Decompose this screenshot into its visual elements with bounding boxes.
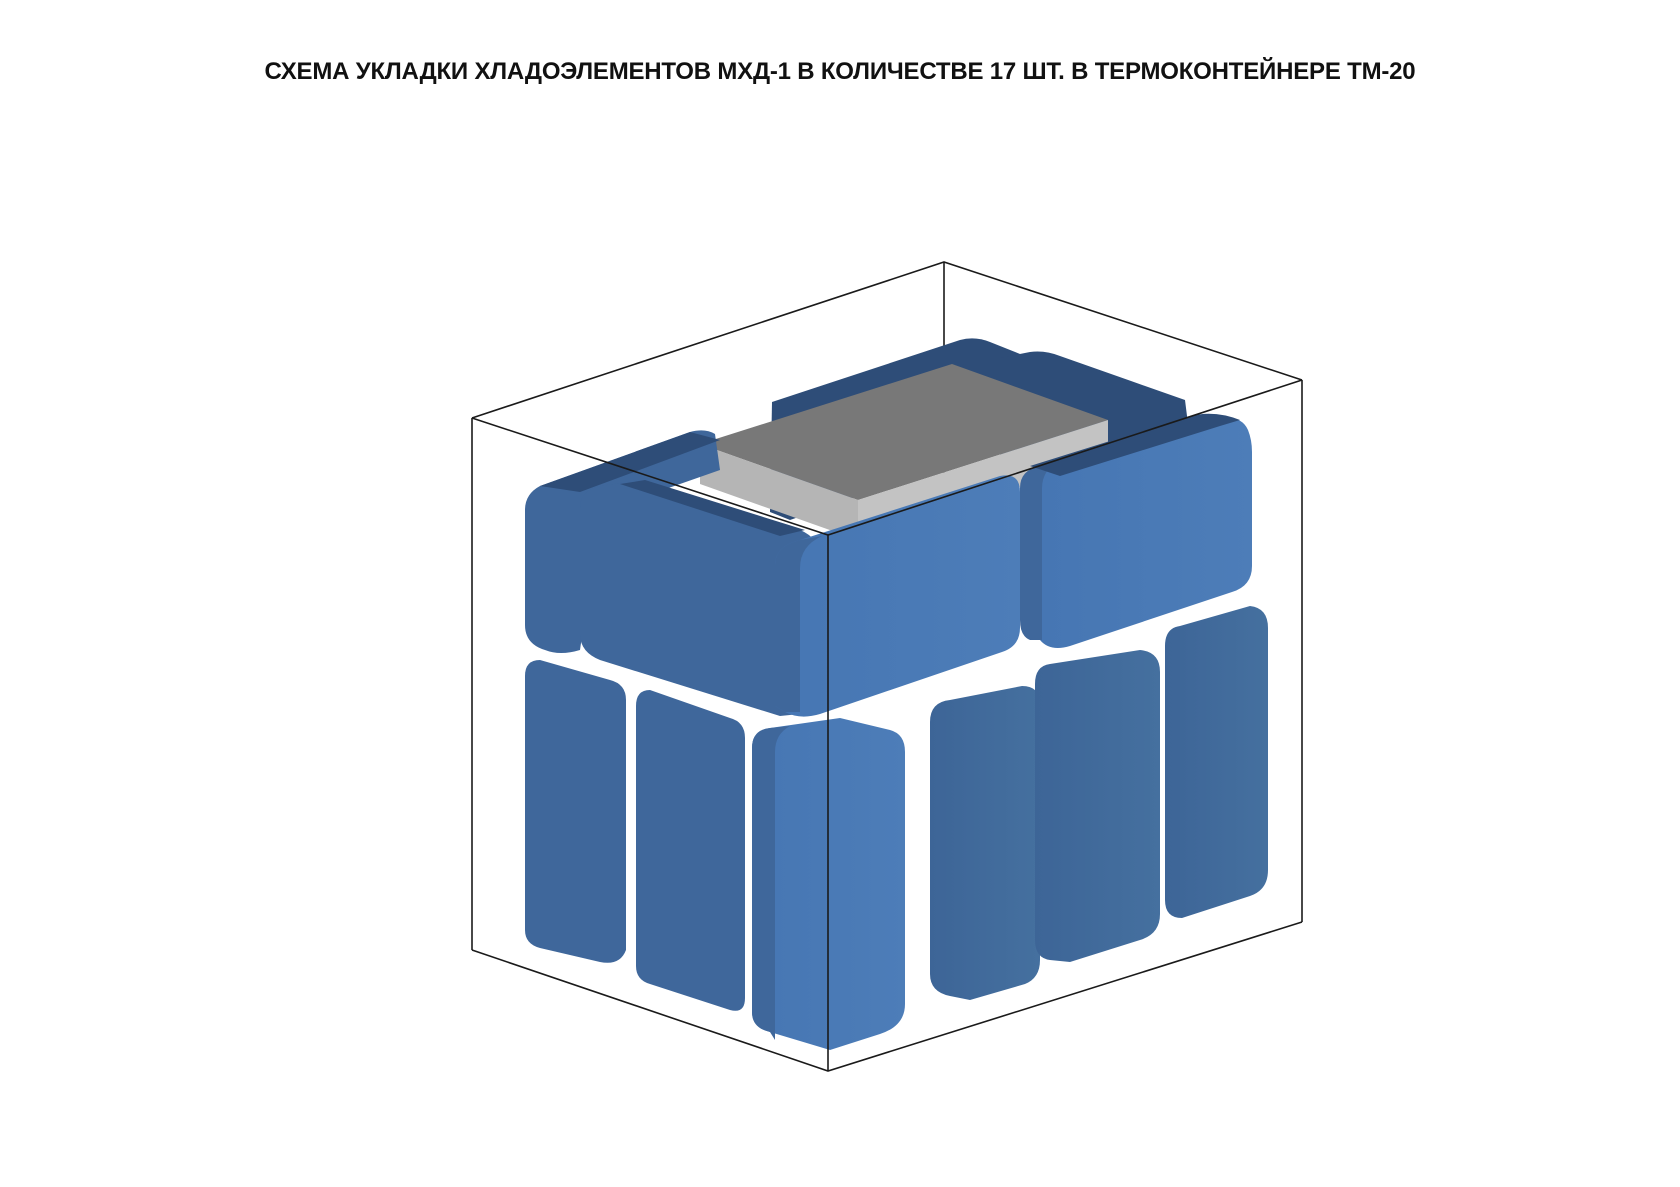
cold-element-bottom-1 (525, 660, 626, 963)
cold-element-top-middle (775, 475, 1020, 717)
cold-element-bottom-5 (1035, 650, 1160, 962)
cold-element-top-left-front (580, 480, 820, 716)
cold-element-top-right (1020, 413, 1252, 648)
cold-element-bottom-4 (930, 686, 1040, 1000)
cold-element-top-left-back (525, 430, 720, 653)
cold-element-bottom-6 (1165, 606, 1268, 918)
cold-element-bottom-2 (636, 690, 745, 1011)
page-title: СХЕМА УКЛАДКИ ХЛАДОЭЛЕМЕНТОВ МХД-1 В КОЛ… (264, 58, 1416, 85)
container-front-edges (471, 379, 1303, 1072)
